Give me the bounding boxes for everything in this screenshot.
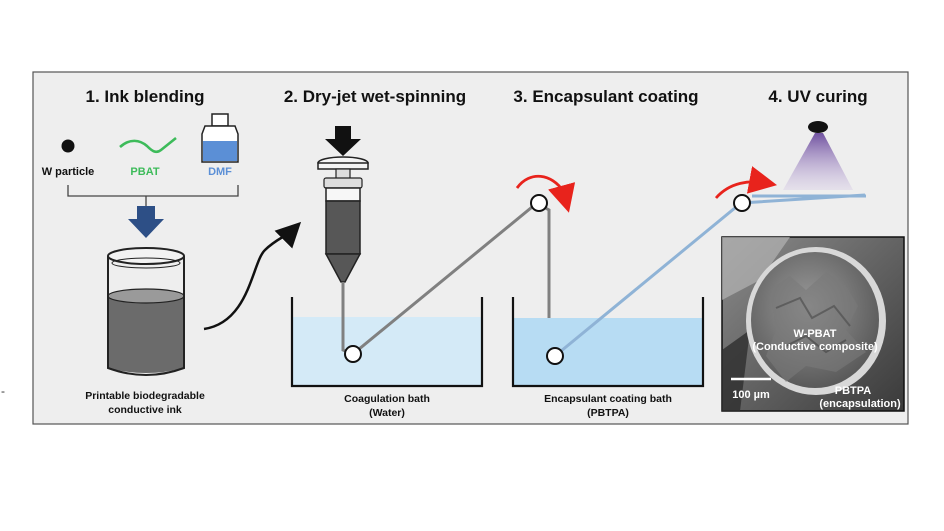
curing-roller-rotation-arrow-icon: [714, 166, 778, 199]
step-title-dry-jet-wet-spinning: 2. Dry-jet wet-spinning: [284, 87, 466, 106]
ink-caption-line2: conductive ink: [108, 404, 182, 416]
sem-core-label-line1: W-PBAT: [794, 328, 837, 340]
extrusion-pressure-arrow-icon: [325, 126, 361, 156]
uv-light-beam: [783, 133, 853, 190]
blend-arrow-icon: [128, 206, 164, 238]
uv-lamp-icon: [808, 121, 828, 133]
transfer-arrow-icon: [203, 221, 302, 331]
sem-scale-bar-label: 100 µm: [732, 389, 770, 401]
coagulation-bath-liquid: [293, 317, 481, 385]
pbat-label: PBAT: [130, 166, 159, 178]
ingredients-bracket: [67, 185, 239, 197]
w-particle-icon: [61, 139, 75, 153]
encapsulant-caption-line2: (PBTPA): [587, 407, 629, 419]
curing-roller: [733, 194, 751, 212]
fiber-path: [341, 201, 551, 356]
w-particle-label: W particle: [42, 166, 95, 178]
encapsulant-roller: [546, 347, 564, 365]
stray-mark: -: [1, 384, 5, 398]
step-title-encapsulant-coating: 3. Encapsulant coating: [513, 87, 698, 106]
encapsulant-caption-line1: Encapsulant coating bath: [544, 393, 672, 405]
syringe-icon: [317, 156, 369, 283]
sem-core-label-line2: (Conductive composite): [752, 341, 878, 353]
transfer-roller: [530, 194, 548, 212]
coagulation-caption-line1: Coagulation bath: [344, 393, 430, 405]
pbat-fiber-icon: [119, 136, 177, 154]
ink-beaker-icon: [107, 247, 185, 376]
step-title-uv-curing: 4. UV curing: [768, 87, 867, 106]
roller-rotation-arrow-icon: [515, 174, 576, 213]
coagulation-roller: [344, 345, 362, 363]
sem-shell-label-line1: PBTPA: [835, 385, 872, 397]
encapsulant-bath-container: [511, 297, 705, 388]
sem-cross-section-image: [721, 236, 905, 412]
coagulation-caption-line2: (Water): [369, 407, 405, 419]
coagulation-bath-container: [290, 297, 484, 388]
step-title-ink-blending: 1. Ink blending: [85, 87, 204, 106]
sem-shell-label-line2: (encapsulation): [819, 398, 901, 410]
dmf-bottle-icon: [201, 113, 239, 163]
ink-caption-line1: Printable biodegradable: [85, 390, 205, 402]
encapsulant-bath-liquid: [514, 318, 702, 385]
dmf-label: DMF: [208, 166, 232, 178]
